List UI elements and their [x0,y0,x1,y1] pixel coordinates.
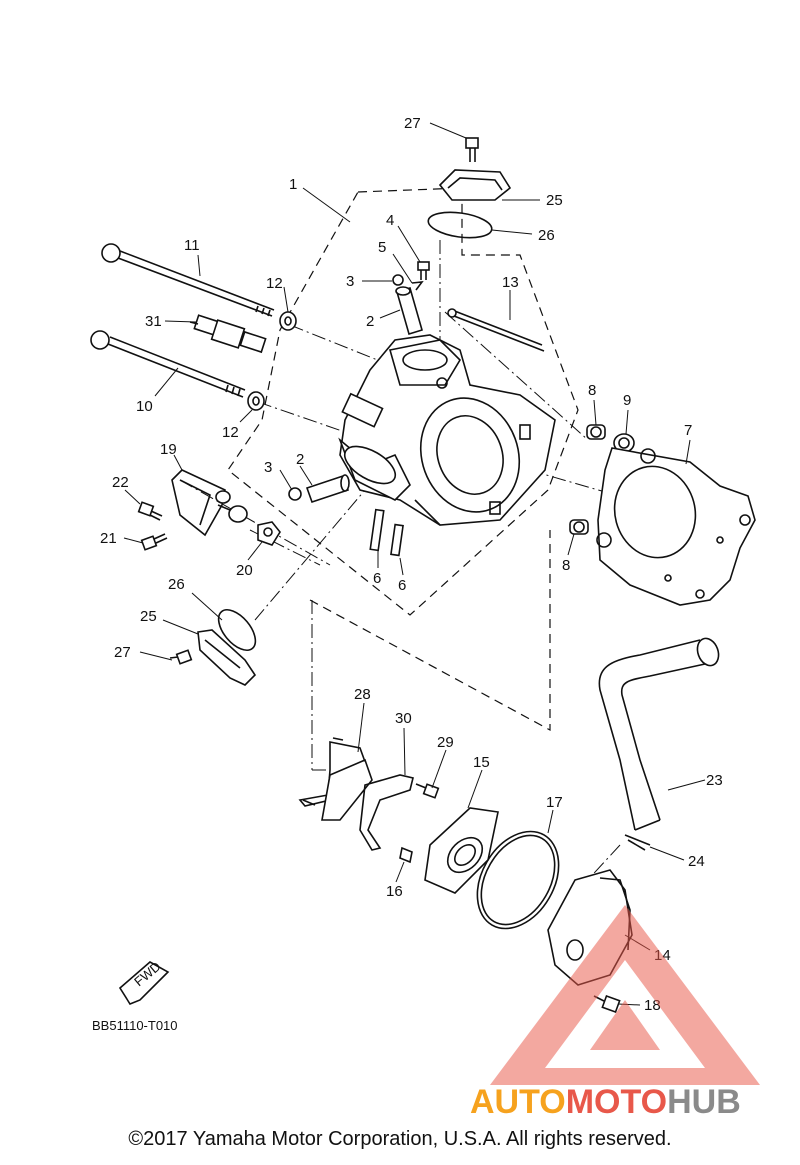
bolt-21 [140,533,168,551]
callout-5: 5 [378,239,386,256]
bolt-11 [101,243,275,317]
callout-25-top: 25 [546,192,563,209]
washer-12-upper [279,311,297,331]
callout-19: 19 [160,441,177,458]
gasket-26-side [217,609,257,651]
callout-20: 20 [236,562,253,579]
callout-12-lower: 12 [222,424,239,441]
bracket-28 [298,737,373,821]
callout-22: 22 [112,474,129,491]
bolt-22 [137,501,163,521]
callout-7: 7 [684,422,692,439]
callout-25-side: 25 [140,608,157,625]
callout-9: 9 [623,392,631,409]
callout-2-upper: 2 [366,313,374,330]
callout-6-left: 6 [373,570,381,587]
o-ring-3-upper [392,274,404,286]
watermark-text: AUTOMOTOHUB [470,1083,741,1121]
callout-31: 31 [145,313,162,330]
diagram-code: BB51110-T010 [92,1018,178,1033]
callout-8-lower: 8 [562,557,570,574]
callout-21: 21 [100,530,117,547]
dowel-8-lower [569,519,589,535]
callout-16: 16 [386,883,403,900]
callout-2-lower: 2 [296,451,304,468]
pipe-2-upper [395,286,423,336]
callout-labels: 27 25 26 1 4 5 3 11 12 13 31 2 10 12 8 9… [100,115,723,1014]
callout-17: 17 [546,794,563,811]
housing-15 [424,807,499,894]
callout-4: 4 [386,212,394,229]
fwd-arrow-icon: FWD [118,959,170,1005]
assembly-boundary [227,187,579,732]
leader-lines [123,122,706,1006]
callout-3-upper: 3 [346,273,354,290]
bracket-19 [171,469,231,537]
callout-11: 11 [184,237,200,254]
callout-29: 29 [437,734,454,751]
cap-bolt-27-top [465,137,479,162]
cover-25-top [438,169,512,201]
sensor-20-upper [217,504,248,523]
callout-3-lower: 3 [264,459,272,476]
callout-26-side: 26 [168,576,185,593]
pipe-2-lower [305,474,350,504]
callout-10: 10 [136,398,153,415]
clip-5 [411,281,424,291]
cylinder-head [338,334,556,526]
dowel-8-upper [586,424,606,440]
clip-24 [624,834,651,851]
clip-30 [359,774,414,851]
callout-28: 28 [354,686,371,703]
callout-27-side: 27 [114,644,131,661]
stud-6-left [369,508,385,552]
copyright-notice: ©2017 Yamaha Motor Corporation, U.S.A. A… [128,1128,672,1150]
head-gasket-7 [596,447,756,606]
o-ring-17 [476,830,560,930]
callout-12-upper: 12 [266,275,283,292]
cover-25-side [197,629,257,686]
bolt-16 [399,846,413,864]
spark-plug-31 [189,314,267,354]
callout-23: 23 [706,772,723,789]
callout-1: 1 [289,176,297,193]
sensor-20 [257,521,281,546]
stud-bolt-13 [447,308,545,352]
bolt-18 [593,994,621,1014]
stud-6-right [390,523,404,557]
watermark-triangle-icon [490,905,760,1085]
o-ring-3-lower [288,487,302,501]
callout-27-top: 27 [404,115,421,132]
callout-6-right: 6 [398,577,406,594]
cap-bolt-27-side [169,649,193,665]
callout-15: 15 [473,754,490,771]
bolt-29 [415,783,440,799]
callout-24: 24 [688,853,705,870]
callout-13: 13 [502,274,519,291]
washer-12-lower [247,391,265,411]
callout-26-top: 26 [538,227,555,244]
bolt-4 [417,261,430,280]
hose-23 [598,637,720,831]
callout-30: 30 [395,710,412,727]
callout-8-upper: 8 [588,382,596,399]
gasket-26-top [427,211,493,239]
watermark-logo [490,905,760,1085]
